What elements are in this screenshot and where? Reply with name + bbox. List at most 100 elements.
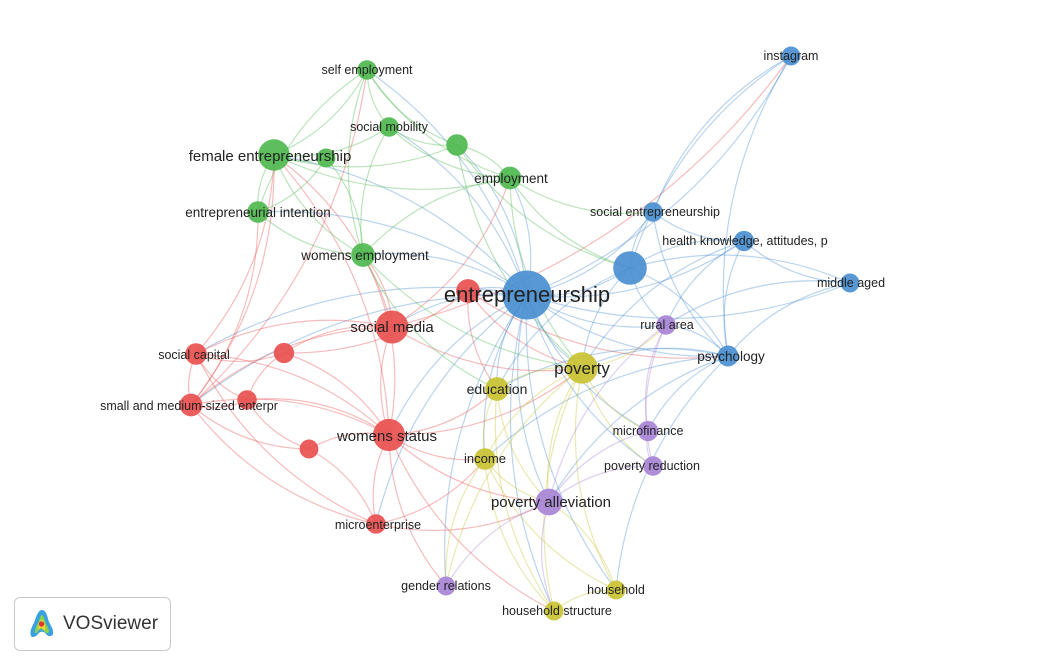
link-microfinance-poverty_alleviation <box>548 430 649 503</box>
link-red_unlabeled_4-psychology <box>467 290 729 359</box>
node-label-income[interactable]: income <box>464 451 506 466</box>
link-social_media-social_capital <box>195 319 393 355</box>
node-label-microenterprise[interactable]: microenterprise <box>335 518 421 532</box>
link-social_entrepreneurship-psychology <box>652 211 729 357</box>
link-sme-entrepreneurial_intention <box>190 211 259 406</box>
node-label-sme[interactable]: small and medium-sized enterpr <box>100 399 278 413</box>
node-psychology[interactable] <box>717 345 739 367</box>
link-psychology-poverty_alleviation <box>548 355 729 503</box>
node-label-social-media[interactable]: social media <box>350 319 434 336</box>
node-middle-aged[interactable] <box>840 273 860 293</box>
node-label-household[interactable]: household <box>587 583 645 597</box>
node-label-rural-area[interactable]: rural area <box>640 318 694 332</box>
link-middle_aged-blue_unlabeled_1 <box>629 254 851 284</box>
link-social_media-employment <box>391 177 511 328</box>
link-health_knowledge-rural_area <box>665 240 745 326</box>
node-label-female-entrepreneurship[interactable]: female entrepreneurship <box>189 148 352 165</box>
node-instagram[interactable] <box>781 46 801 66</box>
link-rural_area-poverty_alleviation <box>548 324 667 503</box>
node-label-poverty-alleviation[interactable]: poverty alleviation <box>491 494 611 511</box>
node-poverty[interactable] <box>566 352 598 384</box>
node-blue-unlabeled-1[interactable] <box>613 251 647 285</box>
node-sme[interactable] <box>179 393 203 417</box>
link-poverty-household <box>574 367 617 591</box>
link-entrepreneurship-middle_aged <box>526 282 851 319</box>
node-label-instagram[interactable]: instagram <box>764 49 819 63</box>
node-red-unlabeled-1[interactable] <box>273 342 295 364</box>
node-poverty-reduction[interactable] <box>643 456 663 476</box>
node-label-psychology[interactable]: psychology <box>697 349 765 364</box>
node-red-unlabeled-2[interactable] <box>237 390 257 410</box>
link-entrepreneurship-female_entrepreneurship <box>273 154 528 296</box>
link-entrepreneurship-social_mobility <box>388 126 528 296</box>
node-household[interactable] <box>606 580 626 600</box>
node-label-poverty[interactable]: poverty <box>554 359 610 378</box>
link-social_mobility-employment <box>388 126 511 179</box>
link-microenterprise-red_unlabeled_3 <box>308 448 377 525</box>
link-entrepreneurship-household_structure <box>509 294 555 612</box>
node-health-knowledge[interactable] <box>733 230 755 252</box>
node-microfinance[interactable] <box>637 420 659 442</box>
link-womens_status-poverty_alleviation <box>388 434 550 503</box>
node-social-media[interactable] <box>375 310 409 344</box>
node-label-social-entrepreneurship[interactable]: social entrepreneurship <box>590 205 720 219</box>
node-social-mobility[interactable] <box>379 117 399 137</box>
link-psychology-poverty <box>581 347 729 369</box>
node-label-self-employment[interactable]: self employment <box>321 63 413 77</box>
link-entrepreneurship-social_capital <box>195 286 528 355</box>
node-red-unlabeled-4[interactable] <box>456 279 480 303</box>
node-layer <box>179 46 860 621</box>
node-label-microfinance[interactable]: microfinance <box>613 424 684 438</box>
link-entrepreneurship-household <box>525 294 617 591</box>
node-social-capital[interactable] <box>185 343 207 365</box>
link-womens_status-female_entrepreneurship <box>273 154 390 436</box>
link-instagram-blue_unlabeled_1 <box>629 55 792 269</box>
node-label-health-knowledge[interactable]: health knowledge, attitudes, p <box>662 234 827 248</box>
link-poverty_alleviation-gender_relations <box>445 501 550 587</box>
link-poverty-poverty_reduction <box>581 367 654 467</box>
node-education[interactable] <box>485 377 509 401</box>
node-womens-employment[interactable] <box>351 243 375 267</box>
link-womens_status-sme <box>190 398 390 436</box>
link-instagram-psychology <box>722 55 792 357</box>
node-income[interactable] <box>474 448 496 470</box>
node-self-employment[interactable] <box>357 60 377 80</box>
link-education-household_structure <box>494 388 555 612</box>
node-label-household-structure[interactable]: household structure <box>502 604 612 618</box>
node-gender-relations[interactable] <box>436 576 456 596</box>
node-employment[interactable] <box>498 166 522 190</box>
vosviewer-logo[interactable]: VOSviewer <box>14 597 171 651</box>
node-label-social-mobility[interactable]: social mobility <box>350 120 429 134</box>
node-microenterprise[interactable] <box>366 514 386 534</box>
node-label-education[interactable]: education <box>467 381 528 397</box>
node-entrepreneurial-intention[interactable] <box>247 201 269 223</box>
node-label-womens-status[interactable]: womens status <box>336 428 437 445</box>
node-label-womens-employment[interactable]: womens employment <box>300 248 429 263</box>
node-entrepreneurship[interactable] <box>502 270 552 320</box>
node-rural-area[interactable] <box>656 315 676 335</box>
node-label-poverty-reduction[interactable]: poverty reduction <box>604 459 700 473</box>
link-education-poverty_alleviation <box>496 388 550 503</box>
link-green_unlabeled_1-blue_unlabeled_1 <box>456 144 631 269</box>
node-label-gender-relations[interactable]: gender relations <box>401 579 491 593</box>
node-womens-status[interactable] <box>372 418 406 452</box>
link-social_media-female_entrepreneurship <box>273 154 393 328</box>
link-income-household_structure <box>484 458 555 612</box>
node-green-unlabeled-1[interactable] <box>446 134 468 156</box>
node-female-entrepreneurship[interactable] <box>258 139 290 171</box>
link-social_media-instagram <box>391 55 792 328</box>
node-label-entrepreneurial-intention[interactable]: entrepreneurial intention <box>185 205 331 220</box>
link-entrepreneurship-womens_status <box>388 294 528 436</box>
node-label-employment[interactable]: employment <box>474 171 548 186</box>
node-social-entrepreneurship[interactable] <box>643 202 663 222</box>
node-poverty-alleviation[interactable] <box>535 488 563 516</box>
node-household-structure[interactable] <box>544 601 564 621</box>
node-label-entrepreneurship[interactable]: entrepreneurship <box>444 282 610 307</box>
link-womens_status-poverty <box>388 367 583 436</box>
node-label-middle-aged[interactable]: middle aged <box>817 276 885 290</box>
node-green-unlabeled-2[interactable] <box>316 148 336 168</box>
node-red-unlabeled-3[interactable] <box>299 439 319 459</box>
node-label-social-capital[interactable]: social capital <box>158 348 230 362</box>
